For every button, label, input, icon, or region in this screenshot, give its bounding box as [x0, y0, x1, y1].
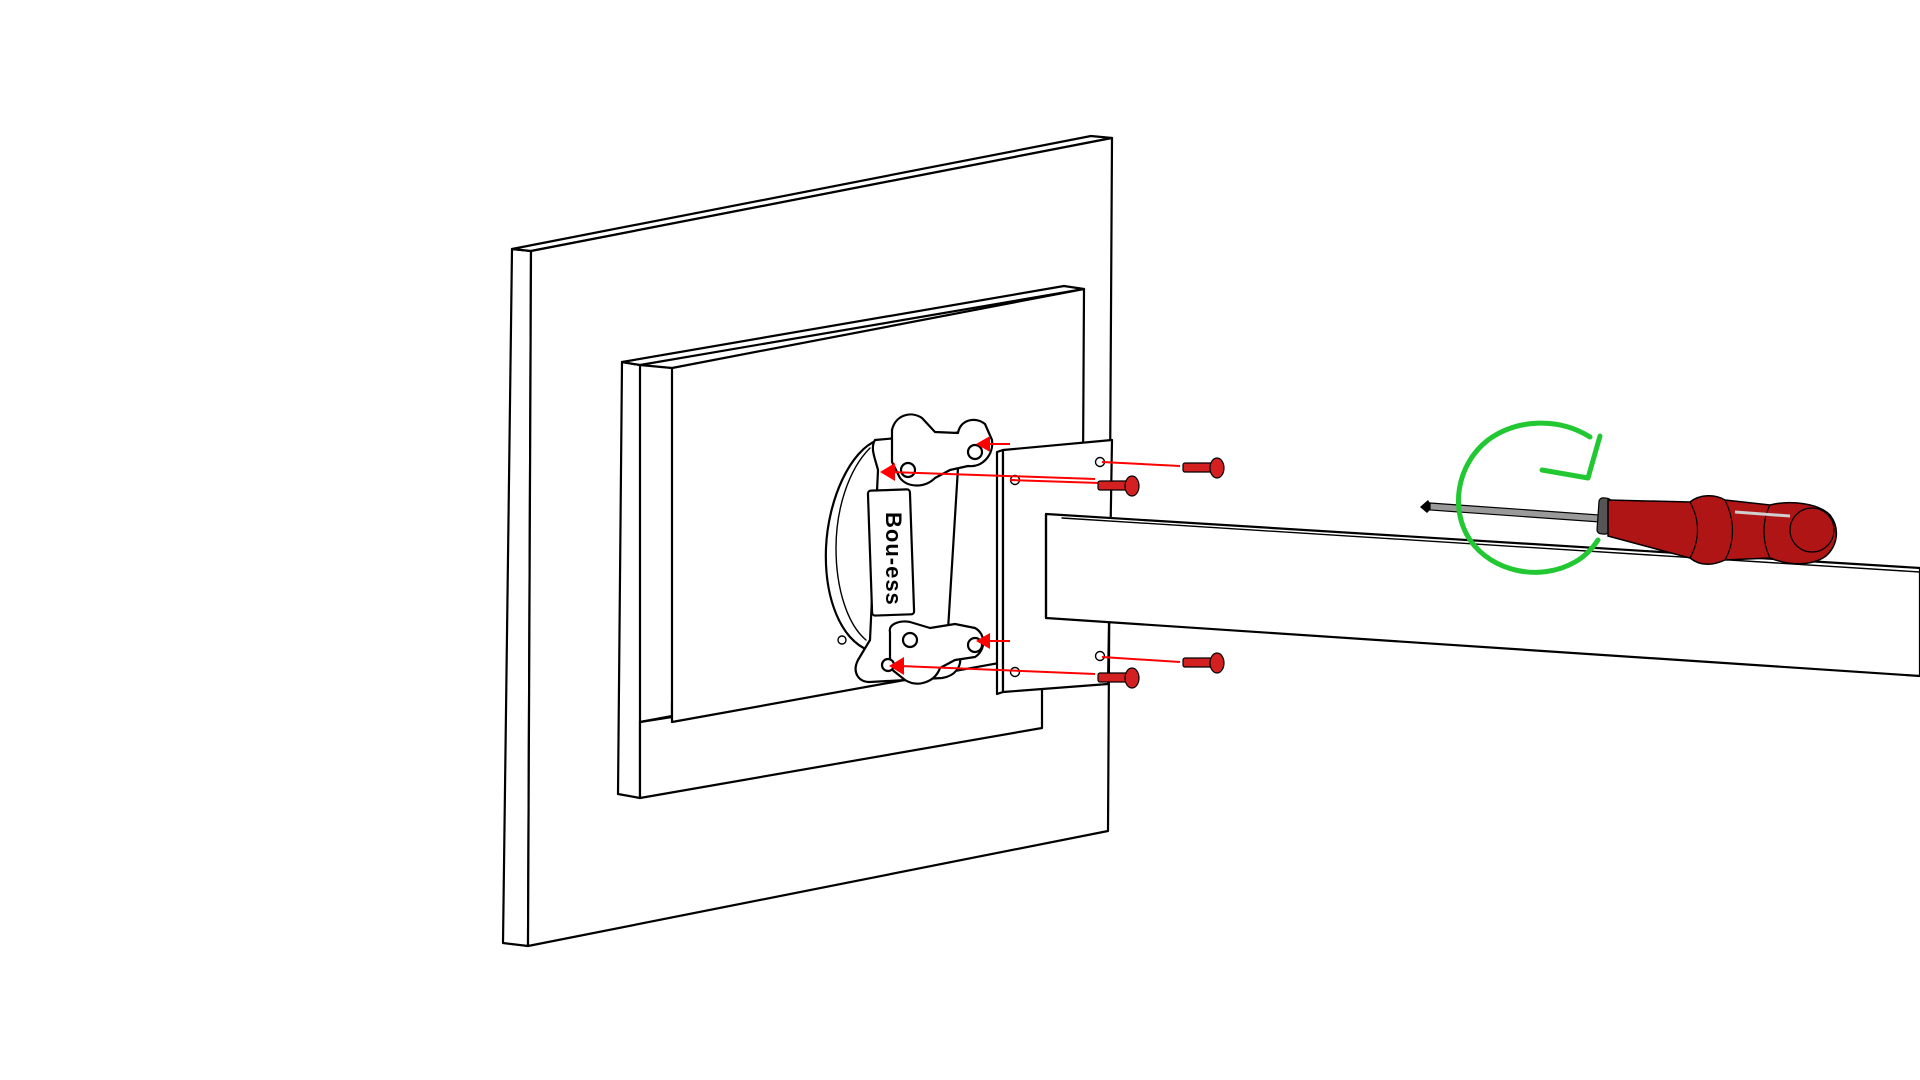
- arrow-line-ul2: [1009, 479, 1101, 484]
- screw-shank: [1097, 480, 1129, 491]
- screwdriver-rib-3: [1763, 504, 1771, 559]
- arrow-line-lr-out: [1101, 656, 1181, 663]
- plate-hole-bl: [1009, 666, 1021, 678]
- screwdriver-highlight: [1734, 510, 1791, 518]
- screw-upper-middle: [1097, 475, 1140, 497]
- arrow-head-ll: [889, 657, 904, 675]
- screwdriver-tip: [1420, 500, 1430, 513]
- rotation-arc: [1456, 420, 1601, 575]
- rotation-arrowhead: [1539, 433, 1603, 481]
- bracket-housing-curve: [835, 447, 871, 641]
- screw-head: [1209, 652, 1225, 674]
- arrow-head-ur: [976, 436, 990, 452]
- bracket-hole-bl: [901, 631, 919, 649]
- screwdriver-shaft: [1429, 502, 1601, 523]
- screw-shank: [1182, 657, 1214, 668]
- screw-lower-middle: [1097, 667, 1140, 689]
- screw-lower-right: [1182, 652, 1225, 674]
- arrow-line-ul: [889, 471, 1096, 480]
- screwdriver-handle: [1607, 495, 1838, 565]
- bracket-side-hole: [837, 635, 847, 645]
- bracket-brand-marking: Bou-ess: [881, 512, 906, 606]
- bracket-label-block: [866, 488, 916, 617]
- bracket-hole-tl: [899, 461, 917, 479]
- screwdriver-rib-1: [1689, 501, 1699, 559]
- screw-shank: [1182, 462, 1214, 473]
- rotation-arrow: [1456, 420, 1603, 575]
- wall-panel-edge: [501, 247, 533, 948]
- bracket-upper-ears: [890, 413, 994, 487]
- direction-arrows: [880, 436, 1181, 675]
- screws: [1097, 457, 1225, 689]
- monitor-face-join: [638, 363, 674, 370]
- plate-hole-br: [1094, 650, 1106, 662]
- arrow-head-ul: [880, 463, 895, 481]
- screw-head: [1124, 475, 1140, 497]
- bracket-hole-tr: [966, 443, 984, 461]
- screwdriver: [1420, 495, 1838, 565]
- screwdriver-end-cap: [1789, 507, 1835, 553]
- arrow-line-ur-out: [1101, 461, 1181, 467]
- screw-head: [1124, 667, 1140, 689]
- arrow-head-lr: [976, 633, 990, 649]
- vesa-bracket: Bou-ess: [824, 413, 994, 685]
- monitor-side-edge: [616, 360, 642, 800]
- arrow-line-ll: [899, 665, 1096, 675]
- arm-top-bevel: [1061, 517, 1920, 573]
- screw-upper-right: [1182, 457, 1225, 479]
- screw-head: [1209, 457, 1225, 479]
- screw-shank: [1097, 672, 1129, 683]
- screwdriver-rib-2: [1724, 499, 1734, 561]
